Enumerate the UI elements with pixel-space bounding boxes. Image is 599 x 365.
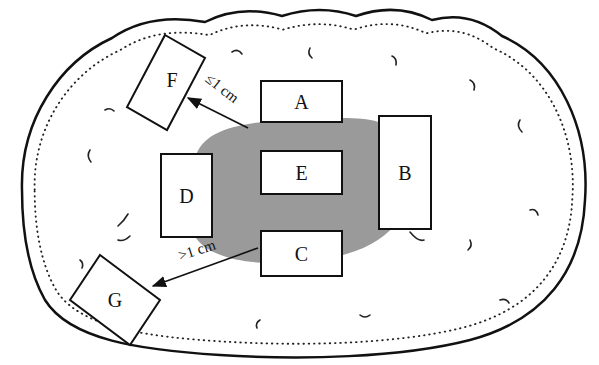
block-letter: D: [179, 186, 193, 206]
sampling-block: F: [127, 35, 205, 130]
block-letter: F: [166, 70, 177, 90]
block-outline-shape: [127, 35, 205, 130]
organ-outline: [22, 10, 586, 357]
block-letter: C: [295, 244, 308, 264]
sampling-block: D: [160, 153, 213, 238]
distance-arrow: [188, 98, 248, 128]
block-letter: B: [398, 163, 411, 183]
block-letter: E: [295, 163, 307, 183]
block-letter: G: [108, 290, 122, 310]
block-outline: [127, 35, 205, 130]
block-outline-shape: [70, 255, 160, 345]
sampling-block: A: [260, 80, 343, 123]
sampling-block: G: [70, 255, 160, 345]
sampling-block: C: [260, 230, 343, 277]
sampling-block: E: [260, 150, 343, 195]
sampling-block: B: [378, 115, 432, 230]
organ-inner-dotted-border: [35, 24, 573, 344]
block-letter: A: [294, 92, 308, 112]
